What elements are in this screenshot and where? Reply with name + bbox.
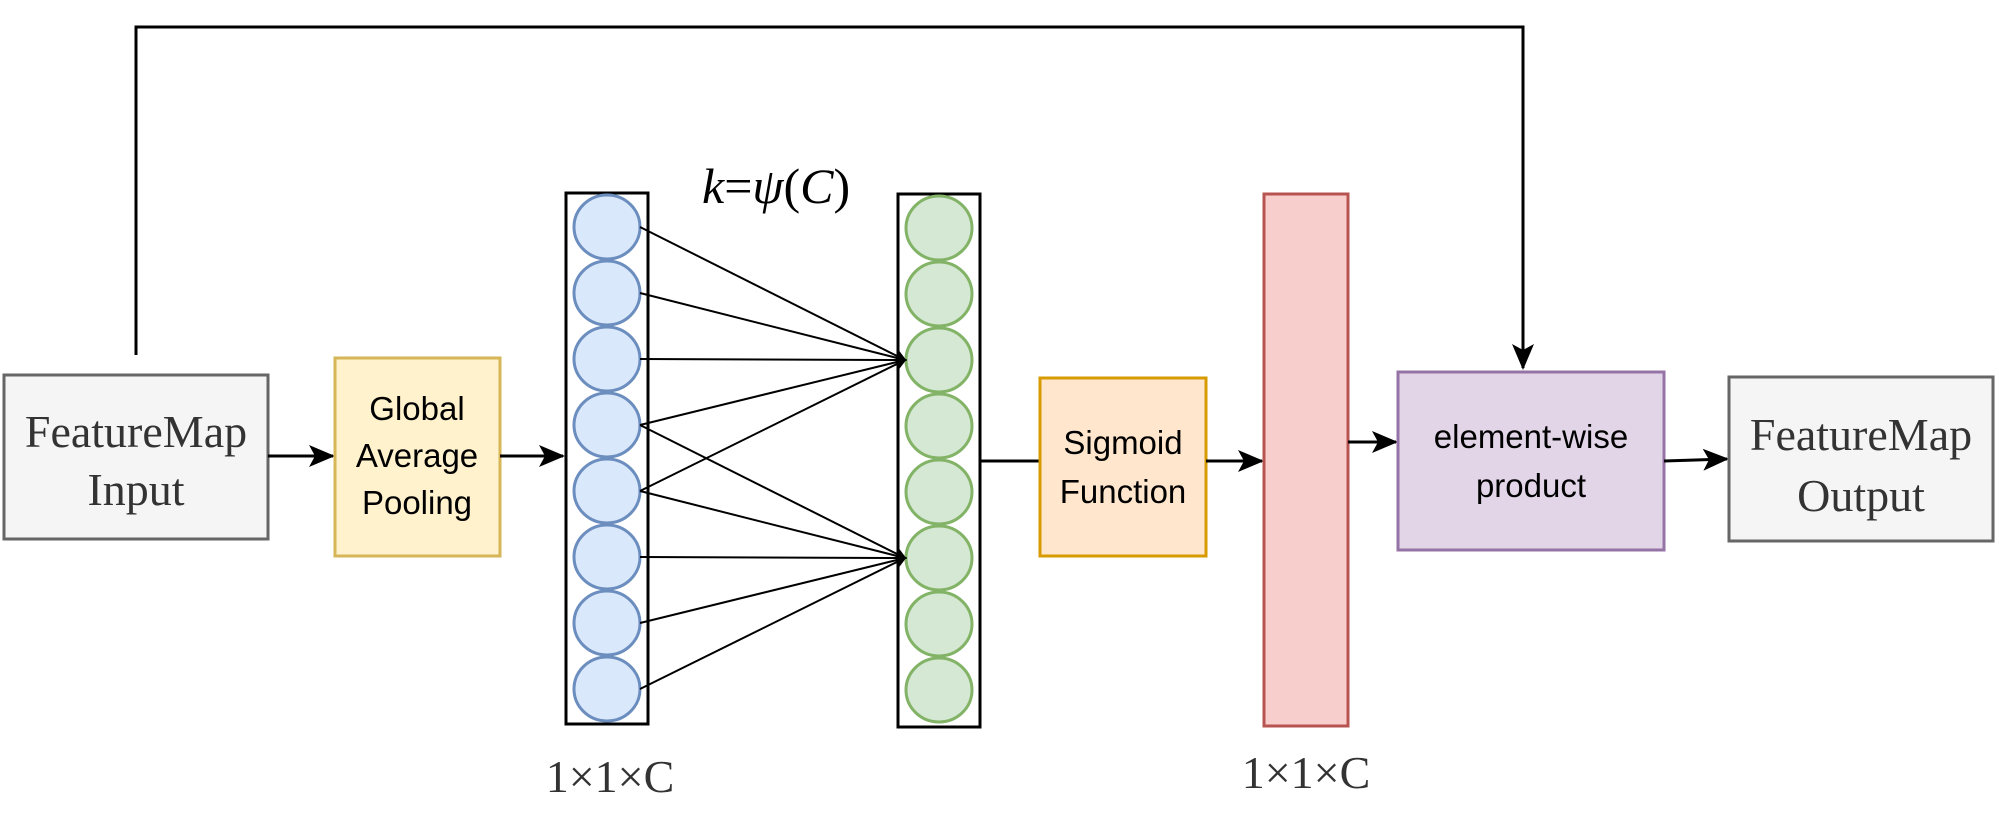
element-wise-product-node: element-wise product: [1396, 370, 1666, 552]
formula-c: C: [800, 158, 834, 214]
gap-label-line1: Global: [369, 390, 464, 427]
arrow-product-to-output: [1663, 448, 1729, 471]
sigmoid-function-node: Sigmoid Function: [1038, 376, 1208, 558]
kernel-size-formula: k=ψ(C): [702, 158, 850, 214]
conv1d-connection-arrow: [639, 356, 907, 426]
conv1d-connection-arrow: [639, 490, 907, 562]
conv1d-output-neurons: [904, 194, 974, 724]
conv1d-connection-arrow: [639, 292, 907, 364]
conv1d-connection-arrow: [639, 353, 907, 366]
input-channel-neuron: [572, 325, 642, 393]
input-channel-neuron: [572, 193, 642, 261]
channel-weights-bar: [1262, 192, 1350, 728]
gap-label-line2: Average: [356, 437, 478, 474]
input-channel-neuron: [572, 589, 642, 657]
channel-vector-neurons: [572, 193, 642, 723]
conv1d-connection-arrow: [639, 359, 907, 492]
formula-psi: ψ: [752, 158, 784, 214]
input-label-line1: FeatureMap: [25, 406, 247, 457]
input-channel-neuron: [572, 391, 642, 459]
formula-k: k: [702, 158, 725, 214]
feature-map-input-node: FeatureMap Input: [2, 373, 270, 541]
sigmoid-label-line1: Sigmoid: [1063, 424, 1182, 461]
output-channel-neuron: [904, 260, 974, 328]
gap-label-line3: Pooling: [362, 484, 472, 521]
output-channel-neuron: [904, 392, 974, 460]
output-label-line1: FeatureMap: [1750, 409, 1972, 460]
output-channel-neuron: [904, 458, 974, 526]
conv1d-connection-arrow: [639, 424, 907, 559]
output-channel-neuron: [904, 194, 974, 262]
global-average-pooling-node: Global Average Pooling: [333, 356, 502, 558]
output-channel-neuron: [904, 524, 974, 592]
input-channel-neuron: [572, 457, 642, 525]
feature-map-output-node: FeatureMap Output: [1727, 375, 1995, 543]
output-channel-neuron: [904, 656, 974, 724]
formula-open: (: [783, 158, 800, 214]
conv1d-connection-arrow: [639, 554, 907, 624]
sigmoid-label-line2: Function: [1060, 473, 1187, 510]
skip-connection: [134, 25, 1534, 370]
dim-label-right: 1×1×C: [1242, 747, 1371, 798]
input-label-line2: Input: [87, 464, 184, 515]
output-label-line2: Output: [1797, 470, 1925, 521]
conv1d-connection-arrow: [639, 557, 907, 690]
conv1d-connection-arrow: [639, 226, 907, 361]
product-label-line1: element-wise: [1434, 418, 1628, 455]
input-channel-neuron: [572, 523, 642, 591]
input-channel-neuron: [572, 655, 642, 723]
product-label-line2: product: [1476, 467, 1586, 504]
formula-eq: =: [724, 158, 752, 214]
conv1d-connection-arrow: [639, 551, 907, 564]
dim-label-left: 1×1×C: [546, 751, 675, 802]
input-channel-neuron: [572, 259, 642, 327]
formula-close: ): [833, 158, 850, 214]
conv1d-connections: [639, 226, 907, 690]
output-channel-neuron: [904, 590, 974, 658]
output-channel-neuron: [904, 326, 974, 394]
